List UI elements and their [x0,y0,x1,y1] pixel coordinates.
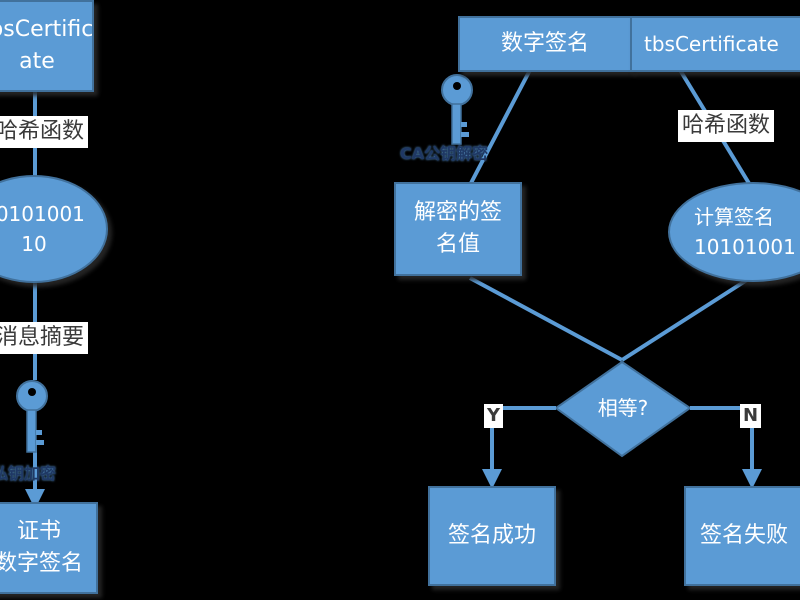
signature-success-box: 签名成功 [428,486,556,586]
right-connector-merge-left [469,276,623,362]
private-key-encrypt-caption: 私钥加密 [0,464,57,483]
message-digest-label: 消息摘要 [0,322,89,354]
signature-header-left: 数字签名 [458,16,632,72]
right-connector-merge-right [620,276,752,362]
decision-diamond [554,360,692,458]
signature-failure-box: 签名失败 [684,486,800,586]
decrypted-signature-box: 解密的签 名值 [394,182,522,276]
computed-signature-ellipse: 计算签名 10101001 [668,182,800,282]
signature-header-right: tbsCertificate [630,16,800,72]
decision-label: 相等? [597,396,649,420]
no-label: N [740,404,762,428]
tbs-certificate-box: tbsCertific ate [0,0,94,92]
yes-label: Y [484,404,504,428]
ca-public-key-decrypt-caption: CA公钥解密 [400,144,489,163]
key-icon [16,380,48,453]
right-connector-decrypt [468,69,532,186]
hash-function-label: 哈希函数 [0,116,89,148]
certificate-signature-box: 证书 数字签名 [0,502,98,594]
key-icon [441,74,473,145]
hash-function-label: 哈希函数 [678,110,775,142]
